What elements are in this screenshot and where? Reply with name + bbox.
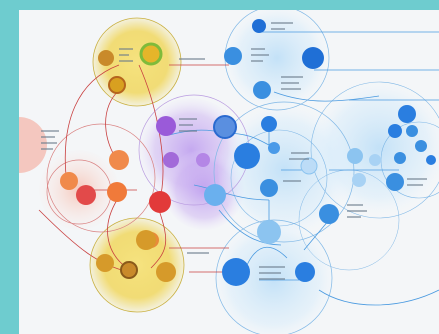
connectors [38, 31, 439, 306]
node-orange-2 [60, 172, 78, 190]
label-mark [179, 118, 197, 120]
node-yellow-bottom-2 [96, 254, 114, 272]
label-mark [281, 82, 299, 84]
label-mark [271, 22, 293, 24]
label-mark [119, 54, 129, 56]
node-blue-center-6 [300, 157, 318, 175]
label-mark [347, 204, 363, 206]
node-red-2 [149, 191, 171, 213]
blue-connector [303, 219, 330, 251]
label-mark [119, 48, 133, 50]
label-mark [347, 210, 367, 212]
cluster-rings [46, 10, 439, 334]
node-blue-right-1 [398, 105, 416, 123]
node-blue-center-1 [261, 116, 277, 132]
label-mark [259, 278, 285, 280]
label-mark [41, 136, 55, 138]
label-mark [347, 216, 361, 218]
diagram-canvas [19, 10, 439, 334]
node-purple-4 [213, 115, 237, 139]
ring [92, 17, 182, 107]
node-blue-center-5 [204, 184, 226, 206]
blue-connector [218, 209, 282, 246]
label-mark [281, 76, 303, 78]
node-blue-right-2 [388, 124, 402, 138]
ring [46, 123, 156, 233]
label-mark [251, 48, 265, 50]
label-mark [179, 130, 197, 132]
node-blue-right-8 [426, 155, 436, 165]
node-purple-1 [156, 116, 176, 136]
label-mark [41, 142, 57, 144]
node-blue-top-4 [253, 81, 271, 99]
ring [215, 219, 333, 334]
node-yellow-top-1 [98, 50, 114, 66]
node-yellow-bottom-3 [120, 261, 138, 279]
node-yellow-bottom-4 [156, 262, 176, 282]
node-red-1 [76, 185, 96, 205]
label-mark [41, 148, 53, 150]
node-blue-right-10 [352, 173, 366, 187]
blue-top-halo [225, 10, 329, 110]
node-orange-1 [109, 150, 129, 170]
node-blue-bottom-1 [222, 258, 250, 286]
label-mark [407, 178, 427, 180]
label-mark [407, 184, 423, 186]
nodes [60, 19, 436, 286]
node-blue-right-9 [386, 173, 404, 191]
label-mark [251, 54, 269, 56]
node-purple-2 [163, 152, 179, 168]
red-connector [150, 209, 167, 269]
label-mark [283, 180, 301, 182]
network-diagram [19, 10, 439, 334]
node-blue-center-8 [319, 204, 339, 224]
ring [213, 101, 355, 243]
label-mark [291, 152, 309, 154]
node-blue-top-2 [224, 47, 242, 65]
label-mark [281, 88, 301, 90]
blue-connector [246, 246, 288, 266]
red-connector [107, 199, 128, 269]
node-blue-center-3 [268, 142, 280, 154]
node-blue-center-4 [260, 179, 278, 197]
label-mark [289, 158, 309, 160]
label-mark [41, 130, 59, 132]
red-connector [38, 209, 130, 273]
blue-bottom-halo [214, 220, 334, 334]
red-edge-halo [19, 117, 47, 173]
blue-connector [318, 289, 439, 306]
node-blue-right-5 [369, 154, 381, 166]
node-yellow-top-2 [139, 42, 163, 66]
blue-connector [273, 91, 380, 102]
blue-connector [193, 184, 270, 201]
ring [310, 81, 439, 219]
node-blue-center-7 [257, 220, 281, 244]
node-orange-3 [107, 182, 127, 202]
label-mark [251, 60, 263, 62]
label-mark [259, 266, 285, 268]
label-mark [271, 28, 285, 30]
node-blue-right-6 [394, 152, 406, 164]
label-mark [119, 60, 133, 62]
node-blue-bottom-2 [295, 262, 315, 282]
node-blue-top-1 [252, 19, 266, 33]
node-yellow-top-3 [108, 76, 126, 94]
label-mark [179, 124, 193, 126]
node-yellow-bottom-1 [136, 230, 156, 250]
label-mark [259, 272, 281, 274]
label-mark [187, 252, 209, 254]
node-blue-top-3 [302, 47, 324, 69]
node-blue-right-4 [347, 148, 363, 164]
node-purple-3 [196, 153, 210, 167]
red-connector [138, 64, 164, 203]
node-blue-center-2 [234, 143, 260, 169]
node-blue-right-3 [406, 125, 418, 137]
red-connector [64, 64, 120, 186]
yellow-bottom-halo [90, 218, 184, 312]
label-mark [179, 58, 205, 60]
node-blue-right-7 [415, 140, 427, 152]
label-marks [41, 22, 427, 280]
